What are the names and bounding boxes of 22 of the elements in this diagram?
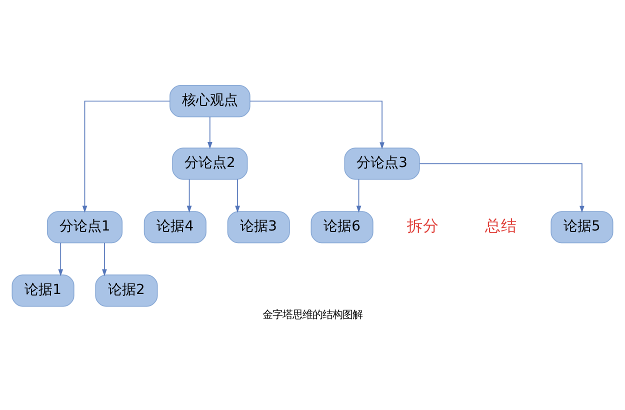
node-box: 论据1	[12, 274, 74, 307]
node-box: 分论点1	[46, 211, 123, 244]
arrow	[250, 100, 384, 150]
label: 拆分	[406, 216, 439, 235]
caption: 金字塔思维的结构图解	[262, 309, 362, 322]
node-box: 论据2	[95, 274, 158, 307]
arrow	[235, 178, 240, 213]
node-box: 分论点3	[344, 148, 420, 180]
node-box: 论据3	[227, 211, 290, 244]
node-box: 论据5	[550, 211, 614, 244]
node-box: 核心观点	[170, 85, 250, 118]
arrow	[82, 100, 170, 213]
arrow	[186, 178, 192, 213]
label: 总结	[485, 216, 518, 235]
arrow	[58, 242, 64, 276]
arrow	[207, 116, 212, 150]
node-box: 分论点2	[172, 148, 248, 180]
node-box: 论据6	[310, 211, 374, 244]
arrow	[356, 178, 362, 213]
arrow	[102, 242, 107, 276]
arrow	[419, 163, 584, 213]
node-box: 论据4	[144, 211, 206, 244]
